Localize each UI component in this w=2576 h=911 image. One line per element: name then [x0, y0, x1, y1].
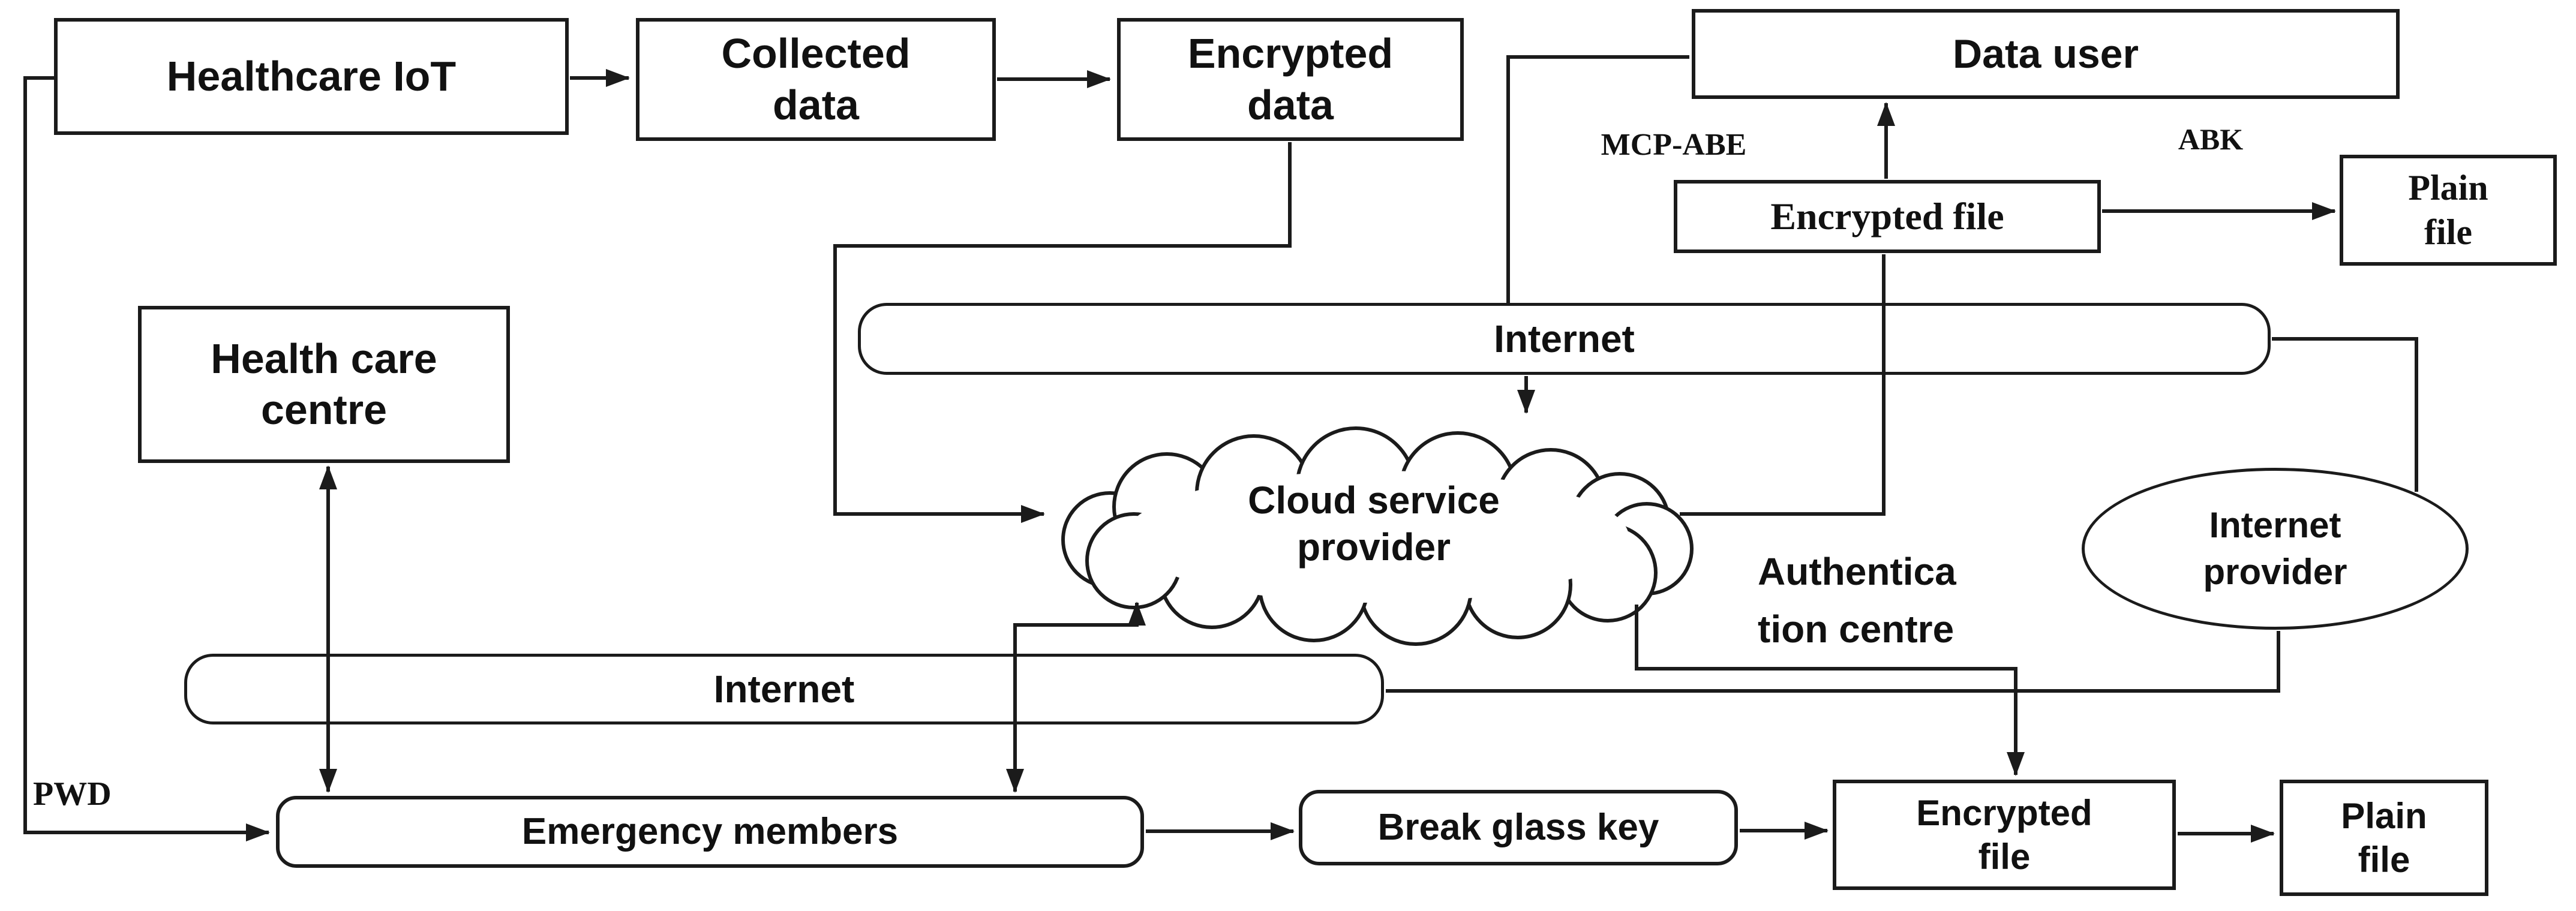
cloud-shape: [1061, 426, 1694, 646]
healthcare-iot-label: Healthcare IoT: [166, 52, 457, 100]
internet-bottom-label: Internet: [713, 667, 855, 711]
internet-provider-label: Internet provider: [2203, 505, 2347, 592]
edge-encrypted-data-to-cloud: [833, 142, 1292, 523]
abk-label: ABK: [2178, 122, 2244, 156]
health-care-centre-label: Health care centre: [211, 335, 437, 433]
edge-cloud-to-encrypted-file-bottom: [1635, 605, 2025, 776]
collected-data-label: Collected data: [721, 30, 911, 128]
edge-pwd-to-emergency: [23, 76, 270, 841]
authentication-centre-label: Authentica tion centre: [1758, 550, 1956, 651]
pwd-label: PWD: [33, 775, 112, 813]
node-encrypted-file-bottom: Encrypted file: [1833, 780, 2176, 890]
node-collected-data: Collected data: [636, 18, 996, 141]
plain-file-bottom-label: Plain file: [2341, 795, 2427, 880]
node-encrypted-data: Encrypted data: [1117, 18, 1464, 141]
encrypted-file-bottom-label: Encrypted file: [1916, 792, 2092, 877]
node-data-user: Data user: [1692, 9, 2400, 99]
cloud-service-provider-label: Cloud service provider: [1248, 479, 1500, 569]
node-plain-file-top: Plain file: [2340, 155, 2557, 266]
encrypted-file-top-label: Encrypted file: [1770, 194, 2004, 237]
node-emergency-members: Emergency members: [276, 796, 1144, 868]
edge-cloud-to-encrypted-file: [1680, 254, 1886, 516]
node-internet-bar-bottom: Internet: [184, 654, 1384, 724]
internet-top-label: Internet: [1494, 317, 1635, 360]
node-internet-provider: Internet provider: [2082, 468, 2469, 630]
node-internet-bar-top: Internet: [858, 303, 2271, 375]
edge-internet-top-to-provider: [2272, 337, 2418, 492]
emergency-members-label: Emergency members: [521, 811, 899, 853]
node-break-glass-key: Break glass key: [1299, 790, 1738, 865]
edge-cloud-to-emergency: [1006, 603, 1139, 793]
node-encrypted-file-top: Encrypted file: [1674, 180, 2101, 253]
edge-provider-to-internet-bottom: [1386, 631, 2280, 693]
edge-internet-top-to-data-user: [1506, 55, 1689, 303]
plain-file-top-label: Plain file: [2408, 168, 2488, 252]
node-health-care-centre: Health care centre: [138, 306, 510, 463]
edge-emergency-to-cloud: [1013, 602, 1146, 792]
data-user-label: Data user: [1953, 31, 2139, 77]
node-healthcare-iot: Healthcare IoT: [54, 18, 569, 135]
mcp-abe-label: MCP-ABE: [1601, 128, 1747, 162]
break-glass-key-label: Break glass key: [1377, 807, 1659, 849]
encrypted-data-label: Encrypted data: [1187, 30, 1394, 128]
node-plain-file-bottom: Plain file: [2280, 780, 2488, 896]
